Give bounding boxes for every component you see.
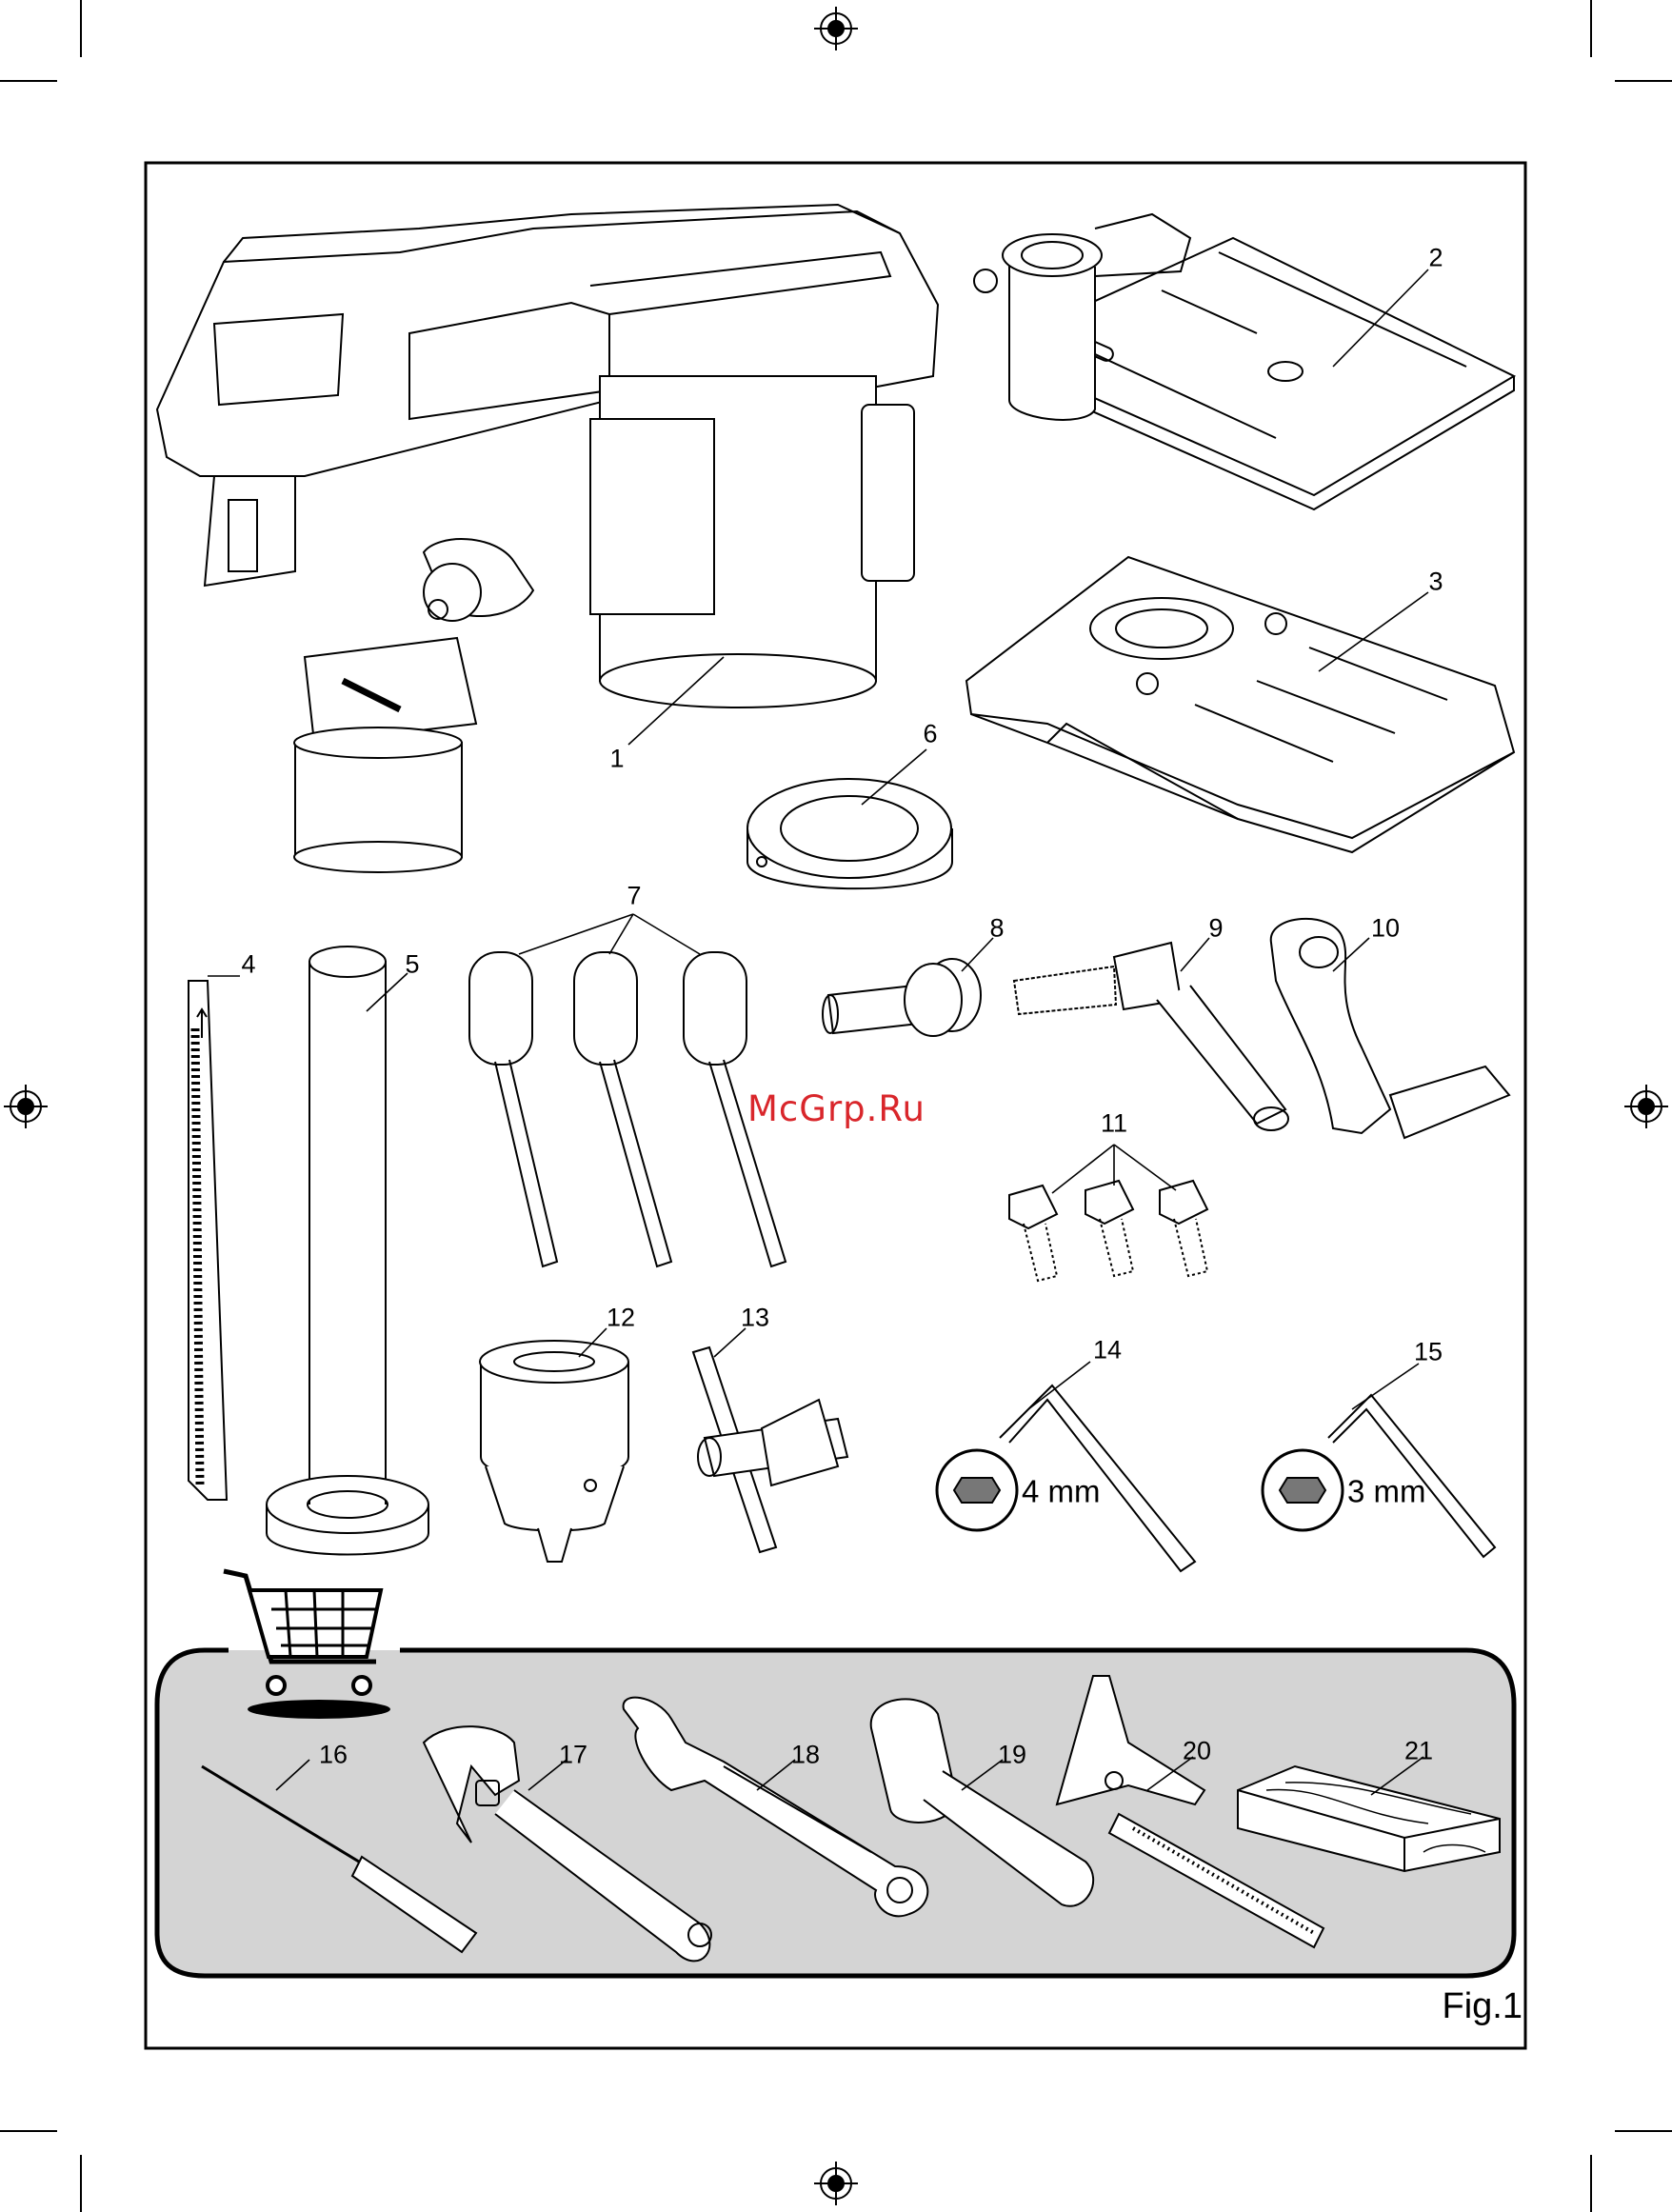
part-number-label: 21 — [1404, 1739, 1433, 1764]
figure-caption: Fig.1 — [1443, 1988, 1523, 2024]
part-number-label: 5 — [405, 952, 419, 978]
part-number-label: 16 — [319, 1743, 348, 1768]
registration-mark-icon — [4, 1085, 48, 1128]
part-number-label: 17 — [559, 1743, 587, 1768]
part-number-label: 11 — [1101, 1111, 1127, 1137]
part-11-hex-bolts — [1009, 1181, 1207, 1281]
hex-key-size-label: 3 mm — [1347, 1476, 1426, 1507]
part-4-rack — [189, 981, 227, 1500]
part-number-label: 18 — [791, 1743, 820, 1768]
part-number-label: 4 — [241, 952, 255, 978]
registration-mark-icon — [1624, 1085, 1668, 1128]
part-1-drill-head — [157, 205, 938, 872]
registration-mark-icon — [814, 2162, 858, 2205]
part-number-label: 9 — [1208, 916, 1223, 942]
part-13-chuck-key — [693, 1347, 847, 1552]
part-number-label: 8 — [989, 916, 1004, 942]
part-number-label: 14 — [1093, 1338, 1122, 1364]
part-5-column — [267, 947, 428, 1555]
part-number-label: 15 — [1414, 1340, 1443, 1365]
part-number-label: 12 — [607, 1305, 635, 1331]
watermark: McGrp.Ru — [747, 1088, 926, 1129]
part-number-label: 20 — [1183, 1739, 1211, 1764]
part-number-label: 19 — [998, 1743, 1026, 1768]
part-number-label: 13 — [741, 1305, 769, 1331]
part-number-label: 6 — [923, 722, 937, 747]
part-9-table-lock-handle — [1014, 943, 1288, 1130]
part-3-base — [966, 557, 1514, 852]
part-10-table-crank-handle — [1271, 919, 1509, 1138]
part-7-feed-handles — [469, 952, 786, 1266]
part-number-label: 10 — [1371, 916, 1400, 942]
registration-mark-icon — [814, 7, 858, 50]
part-number-label: 2 — [1428, 246, 1443, 271]
part-number-label: 3 — [1428, 569, 1443, 595]
part-12-chuck — [480, 1341, 628, 1562]
hex-key-size-label: 4 mm — [1022, 1476, 1101, 1507]
part-8-worm-gear — [823, 959, 981, 1036]
part-number-label: 1 — [609, 747, 624, 772]
part-6-rack-ring — [747, 779, 952, 888]
part-number-label: 7 — [627, 884, 641, 909]
